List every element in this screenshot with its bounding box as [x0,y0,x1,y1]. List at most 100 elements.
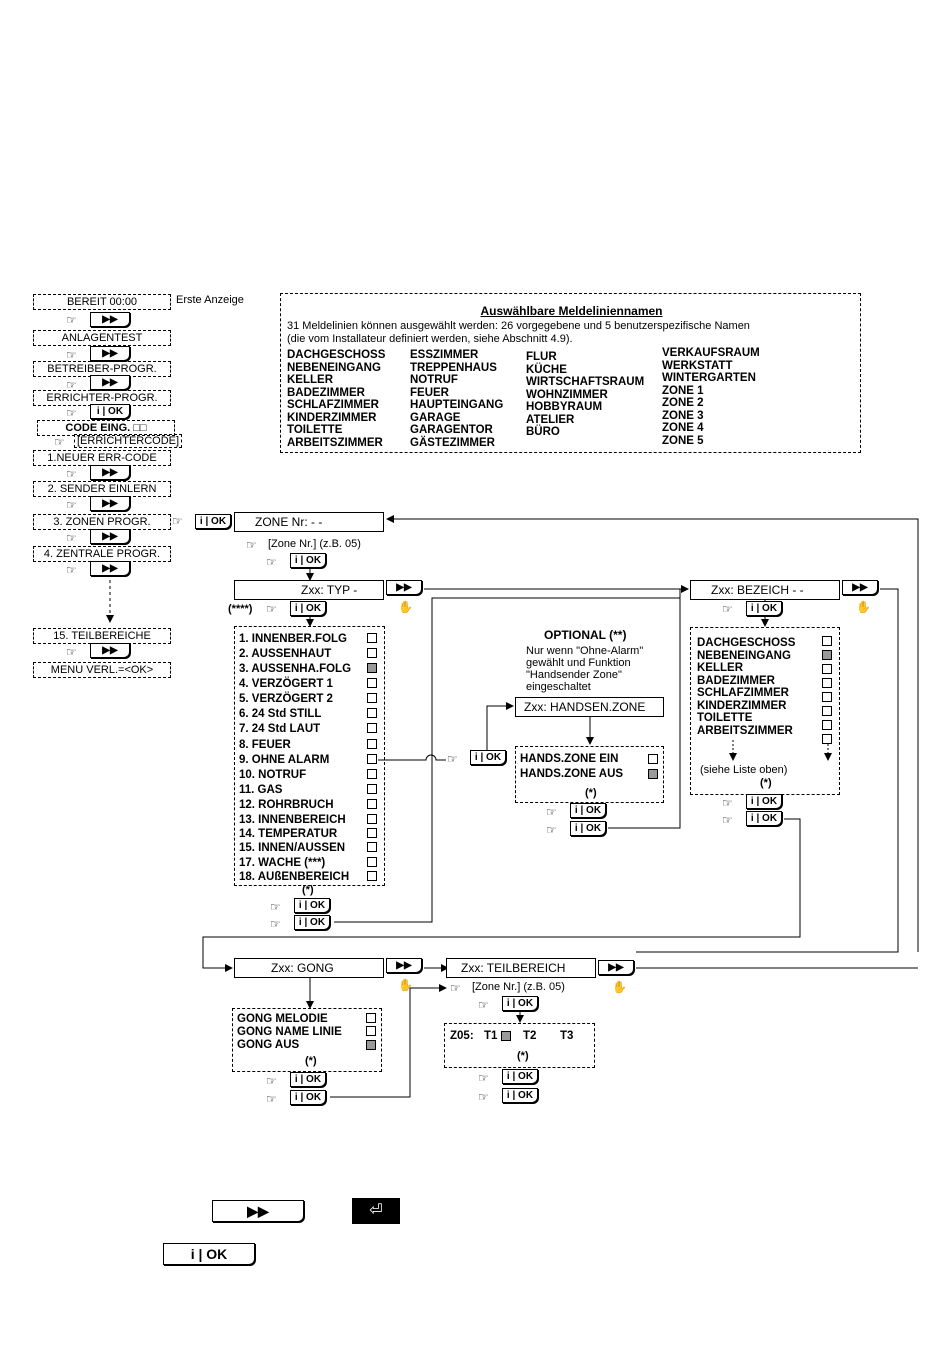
menu-item-anlagentest[interactable]: ANLAGENTEST [33,330,171,346]
name-item: HOBBYRAUM [526,401,603,413]
bezeich-option: KELLER [697,662,743,674]
bezeich-checkbox[interactable] [822,734,832,744]
hand-icon: ☞ [66,531,77,545]
typ-checkbox[interactable] [367,784,377,794]
typ-checkbox[interactable] [367,828,377,838]
teil-t1-checkbox[interactable] [501,1031,511,1041]
ok-button[interactable]: i | OK [746,811,782,826]
typ-checkbox[interactable] [367,678,377,688]
gong-star: (*) [305,1055,317,1067]
typ-checkbox-selected[interactable] [367,663,377,673]
typ-checkbox[interactable] [367,739,377,749]
ok-button[interactable]: i | OK [294,898,330,913]
ok-button[interactable]: i | OK [502,1088,538,1103]
next-button[interactable]: ▶▶ [386,580,422,595]
bezeich-checkbox[interactable] [822,636,832,646]
menu-item-teilbereiche[interactable]: 15. TEILBEREICHE [33,628,171,644]
typ-checkbox[interactable] [367,648,377,658]
ok-button[interactable]: i | OK [570,803,606,818]
next-button[interactable]: ▶▶ [90,496,130,511]
ok-button[interactable]: i | OK [746,794,782,809]
bezeich-checkbox[interactable] [822,706,832,716]
next-button[interactable]: ▶▶ [842,580,878,595]
typ-option: 3. AUSSENHA.FOLG [239,663,352,675]
ok-button[interactable]: i | OK [570,821,606,836]
name-item: ARBEITSZIMMER [287,436,383,449]
ok-button[interactable]: i | OK [290,1072,326,1087]
next-button[interactable]: ▶▶ [90,561,130,576]
next-button[interactable]: ▶▶ [90,643,130,658]
menu-item-zonen-progr[interactable]: 3. ZONEN PROGR. [33,514,171,530]
names-desc: (die vom Installateur definiert werden, … [287,333,573,345]
pointing-finger-icon: ✋ [398,600,413,614]
typ-checkbox[interactable] [367,769,377,779]
bezeich-checkbox[interactable] [822,664,832,674]
typ-checkbox[interactable] [367,723,377,733]
teil-star: (*) [517,1050,529,1062]
gong-checkbox[interactable] [366,1013,376,1023]
next-button[interactable]: ▶▶ [90,375,130,390]
typ-checkbox[interactable] [367,857,377,867]
typ-checkbox[interactable] [367,814,377,824]
ok-button[interactable]: i | OK [470,750,506,765]
ok-button[interactable]: i | OK [290,553,326,568]
first-display-note: Erste Anzeige [176,294,244,306]
name-item: ESSZIMMER [410,349,479,361]
typ-checkbox[interactable] [367,871,377,881]
bezeich-checkbox-selected[interactable] [822,650,832,660]
names-box: Auswählbare Meldeliniennamen 31 Meldelin… [280,293,861,453]
legend-next-button[interactable]: ▶▶ [212,1200,304,1222]
name-item: ATELIER [526,413,575,426]
typ-checkbox[interactable] [367,633,377,643]
ok-button[interactable]: i | OK [290,601,326,616]
bezeich-star: (*) [760,777,772,789]
hand-icon: ☞ [450,981,461,995]
typ-checkbox[interactable] [367,708,377,718]
handsen-checkbox-selected[interactable] [648,769,658,779]
next-button[interactable]: ▶▶ [90,312,130,327]
teil-t2: T2 [523,1030,537,1042]
next-button[interactable]: ▶▶ [90,529,130,544]
menu-item-menu-verl[interactable]: MENU VERL.=<OK> [33,662,171,678]
bezeich-checkbox[interactable] [822,720,832,730]
hand-icon: ☞ [546,823,557,837]
ok-button[interactable]: i | OK [294,915,330,930]
name-item: BÜRO [526,426,560,438]
legend-ok-button[interactable]: i | OK [163,1243,255,1265]
typ-option: 1. INNENBER.FOLG [239,633,347,645]
ok-button[interactable]: i | OK [90,404,130,419]
next-button[interactable]: ▶▶ [598,960,634,975]
bezeich-checkbox[interactable] [822,678,832,688]
typ-checkbox[interactable] [367,799,377,809]
typ-options [234,626,385,886]
menu-item-sender-einlern[interactable]: 2. SENDER EINLERN [33,481,171,497]
handsen-checkbox[interactable] [648,754,658,764]
handsen-star: (*) [585,787,597,799]
hand-icon: ☞ [546,805,557,819]
ok-button[interactable]: i | OK [195,514,231,529]
typ-checkbox[interactable] [367,842,377,852]
next-button[interactable]: ▶▶ [90,465,130,480]
next-button[interactable]: ▶▶ [386,958,422,973]
menu-item-zentrale-progr[interactable]: 4. ZENTRALE PROGR. [33,546,171,562]
teil-t1: T1 [484,1030,498,1042]
typ-option: 13. INNENBEREICH [239,814,346,826]
ok-button[interactable]: i | OK [502,1069,538,1084]
menu-item-bereit[interactable]: BEREIT 00:00 [33,294,171,310]
optional-note-line: eingeschaltet [526,681,591,693]
typ-checkbox[interactable] [367,754,377,764]
ok-button[interactable]: i | OK [502,996,538,1011]
names-col-2: ESSZIMMER TREPPENHAUS NOTRUF FEUER HAUPT… [410,349,503,449]
bezeich-checkbox[interactable] [822,692,832,702]
ok-button[interactable]: i | OK [290,1090,326,1105]
next-button[interactable]: ▶▶ [90,346,130,361]
menu-item-code-eing[interactable]: CODE EING. □□ [37,420,175,436]
zone-nr-display: ZONE Nr: - - [234,512,384,532]
gong-checkbox-selected[interactable] [366,1040,376,1050]
ok-button[interactable]: i | OK [746,601,782,616]
typ-checkbox[interactable] [367,693,377,703]
name-item: GÄSTEZIMMER [410,436,495,449]
gong-checkbox[interactable] [366,1026,376,1036]
menu-item-neuer-err-code[interactable]: 1.NEUER ERR-CODE [33,450,171,466]
name-item: NEBENEINGANG [287,361,381,374]
